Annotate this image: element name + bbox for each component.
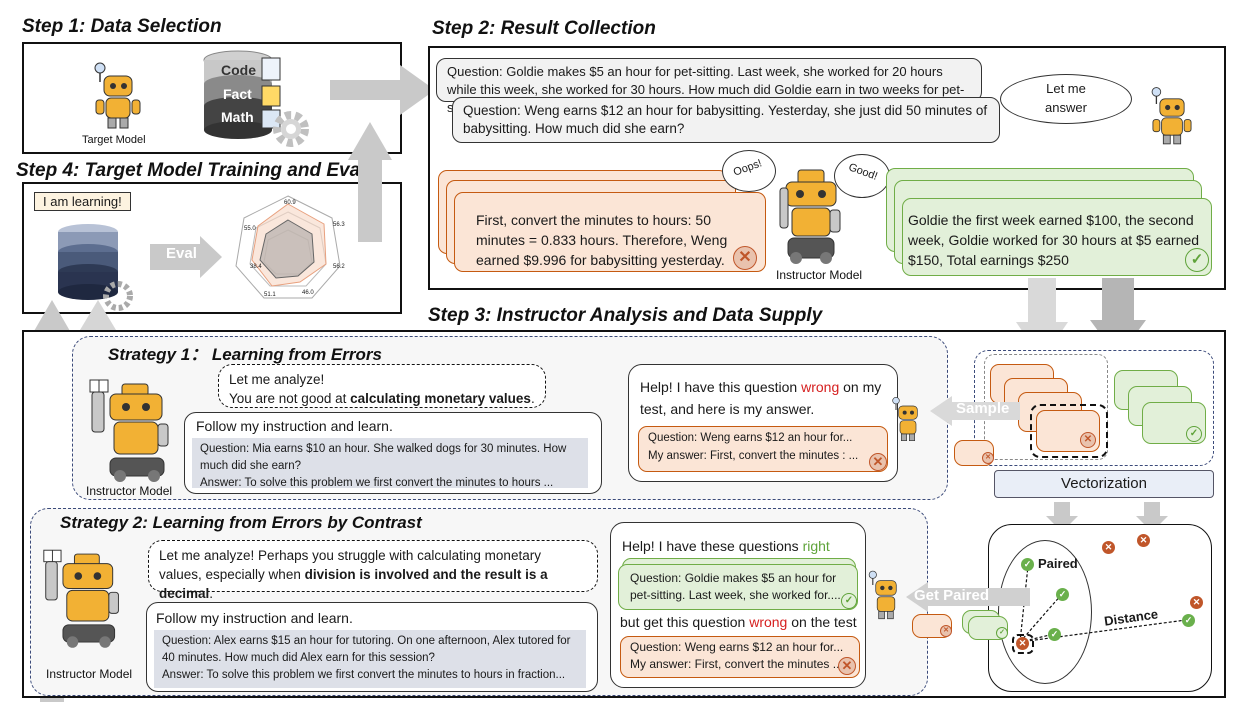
cross-icon: ✕ (733, 246, 757, 270)
db-label-fact: Fact (223, 86, 252, 102)
db-label-math: Math (221, 109, 254, 125)
far-point: ✓ (1182, 614, 1195, 627)
let-me-answer-bubble (1000, 74, 1132, 124)
radar-value-6: 55.0 (244, 226, 256, 232)
arrow-step4-up (348, 122, 392, 242)
paired-cluster (998, 540, 1092, 684)
question-weng: Question: Weng earns $12 an hour for bab… (452, 97, 1000, 143)
instructor-model-label-step2: Instructor Model (776, 268, 863, 282)
s2-right-card-text: Question: Goldie makes $5 an hour for pe… (630, 571, 841, 602)
s2-wrong-card (620, 636, 860, 678)
s2-but-text: but get this question wrong on the test (620, 614, 857, 630)
selected-sample-frame (1030, 404, 1108, 458)
good-bubble (834, 154, 890, 198)
arrow-step1-to-step2 (330, 65, 435, 115)
s1-speech-line1: Let me analyze! (229, 372, 325, 387)
radar-value-3: 46.0 (302, 290, 314, 296)
s2-example-a: Answer: To solve this problem we first c… (162, 669, 566, 681)
s2-example: Question: Alex earns $15 an hour for tut… (154, 630, 586, 688)
s1-wrong-card (638, 426, 888, 472)
db-label-code: Code (221, 62, 256, 78)
query-point: ✕ (1016, 637, 1029, 650)
paired-point-1: ✓ (1021, 558, 1034, 571)
wrong-answer-card (454, 192, 766, 272)
robot-icon (1151, 87, 1192, 145)
right-answer-text: Goldie the first week earned $100, the s… (908, 212, 1200, 268)
s1-example-a: Answer: To solve this problem we first c… (200, 477, 554, 489)
instructor-model-label-s2: Instructor Model (46, 667, 133, 681)
strategy2-analyze-bubble: Let me analyze! Perhaps you struggle wit… (148, 540, 598, 601)
database-icon (203, 50, 281, 139)
cross-icon: ✕ (940, 625, 952, 637)
get-paired-label: Get Paired (914, 587, 990, 604)
radar-value-0: 60.9 (284, 200, 296, 206)
vectorization-box: Vectorization (994, 470, 1214, 498)
s1-example-q: Question: Mia earns $10 an hour. She wal… (200, 443, 567, 472)
question-goldie: Question: Goldie makes $5 an hour for pe… (436, 58, 982, 115)
s2-right-card (618, 564, 858, 610)
sample-arrow (930, 396, 1020, 426)
error-point-3: ✕ (1190, 596, 1203, 609)
cross-icon: ✕ (1080, 432, 1096, 448)
instructor-model-label-s1: Instructor Model (86, 484, 173, 498)
radar-value-2: 56.2 (333, 264, 345, 270)
cross-icon: ✕ (838, 657, 856, 675)
error-point-1: ✕ (1102, 541, 1115, 554)
s2-wrong-card-a: My answer: First, convert the minutes ..… (630, 657, 843, 671)
paired-point-2: ✓ (1056, 588, 1069, 601)
sample-label: Sample (956, 400, 1010, 417)
radar-value-4: 51.1 (264, 292, 276, 298)
error-point-2: ✕ (1137, 534, 1150, 547)
s1-speech-line2: You are not good at calculating monetary… (229, 391, 535, 406)
check-icon: ✓ (1185, 248, 1209, 272)
database-icon (58, 224, 133, 311)
robot-icon (94, 62, 141, 129)
robot-icon (779, 169, 841, 264)
radar-chart-icon (235, 195, 341, 299)
robot-icon (89, 379, 169, 482)
let-me-answer-text: Let me answer (1045, 81, 1087, 115)
learning-bubble: I am learning! (34, 192, 131, 211)
strategy1-analyze-bubble: Let me analyze! You are not good at calc… (218, 364, 546, 408)
radar-value-5: 38.4 (250, 264, 262, 270)
s1-help-text: Help! I have this question wrong on my t… (640, 379, 882, 417)
vector-arrow-1 (1046, 502, 1078, 532)
right-answer-card (902, 198, 1212, 276)
cross-icon: ✕ (982, 452, 994, 464)
paired-point-3: ✓ (1048, 628, 1061, 641)
gear-icon (273, 111, 309, 147)
paired-label: Paired (1038, 556, 1078, 571)
robot-icon (43, 549, 119, 648)
get-paired-arrow (906, 582, 1030, 612)
check-icon: ✓ (996, 627, 1008, 639)
strategy1-title: Strategy 1： Learning from Errors (108, 345, 382, 364)
eval-label: Eval (166, 245, 197, 262)
query-point-frame (1012, 634, 1034, 654)
s2-wrong-card-q: Question: Weng earns $12 an hour for... (630, 640, 844, 654)
s1-wrong-card-q: Question: Weng earns $12 an hour for... (648, 432, 853, 444)
cross-icon: ✕ (869, 453, 887, 471)
s1-follow-text: Follow my instruction and learn. (196, 418, 393, 434)
s2-example-q: Question: Alex earns $15 an hour for tut… (162, 635, 571, 664)
s1-wrong-card-a: My answer: First, convert the minutes : … (648, 450, 859, 462)
robot-icon (868, 570, 897, 620)
step3-title: Step 3: Instructor Analysis and Data Sup… (428, 305, 823, 326)
step1-title: Step 1: Data Selection (22, 16, 222, 37)
radar-value-1: 56.3 (333, 222, 345, 228)
step2-title: Step 2: Result Collection (432, 18, 656, 39)
check-icon: ✓ (841, 593, 857, 609)
s2-follow-text: Follow my instruction and learn. (156, 610, 353, 626)
robot-icon (892, 397, 918, 442)
s2-help-text: Help! I have these questions right (622, 538, 830, 554)
target-model-label: Target Model (82, 134, 146, 146)
s1-example: Question: Mia earns $10 an hour. She wal… (192, 438, 588, 489)
check-icon: ✓ (1186, 426, 1202, 442)
eval-arrow (150, 236, 222, 278)
vector-arrow-2 (1136, 502, 1168, 532)
strategy2-title: Strategy 2: Learning from Errors by Cont… (60, 513, 422, 532)
oops-bubble (722, 150, 776, 192)
wrong-answer-text: First, convert the minutes to hours: 50 … (476, 212, 728, 268)
step4-title: Step 4: Target Model Training and Eval (16, 160, 366, 181)
